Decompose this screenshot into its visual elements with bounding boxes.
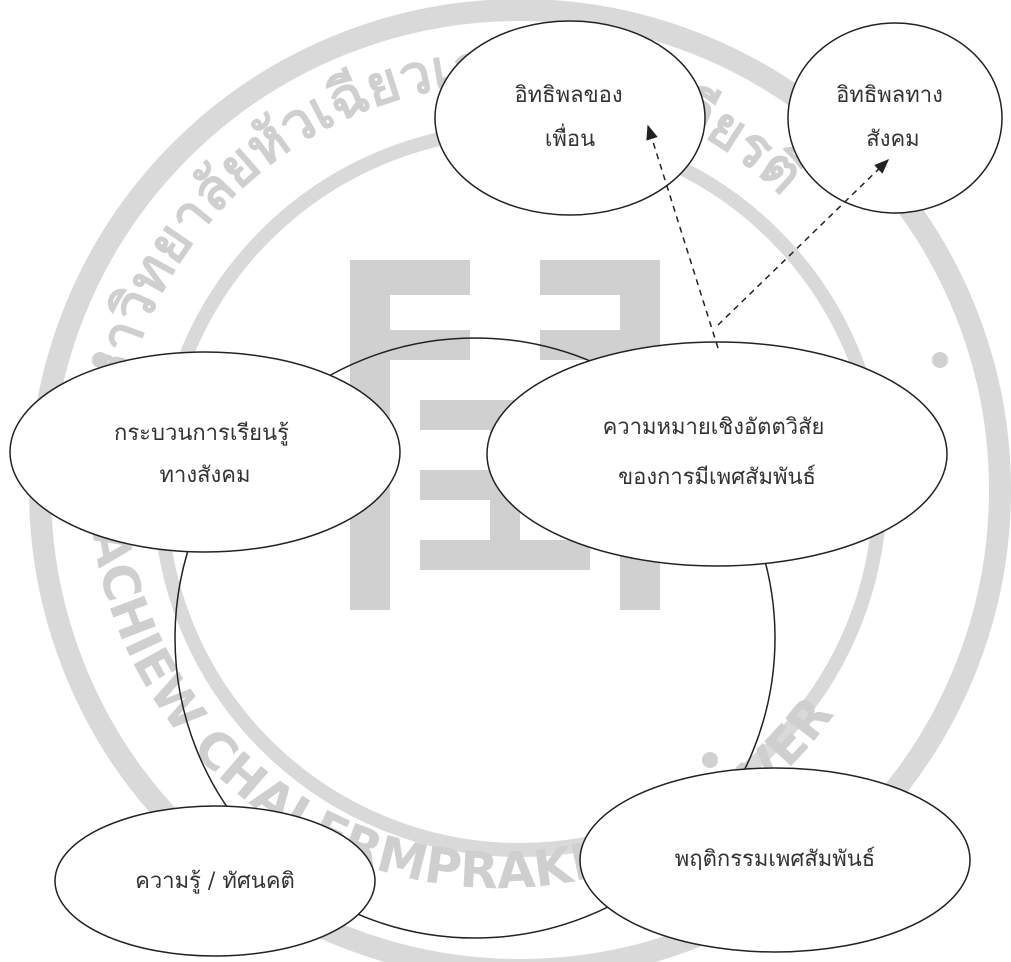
sexual-behavior-label: พฤติกรรมเพศสัมพันธ์ (675, 847, 875, 872)
peer-influence-line-2: เพื่อน (545, 123, 595, 152)
subjective-meaning-line-2: ของการมีเพศสัมพันธ์ (618, 465, 816, 490)
peer-influence-line-1: อิทธิพลของ (514, 83, 622, 108)
subjective-meaning-label: ความหมายเชิงอัตตวิสัย ของการมีเพศสัมพันธ… (603, 415, 832, 490)
social-learning-line-1: กระบวนการเรียนรู้ (114, 421, 289, 446)
knowledge-attitude-line-1: ความรู้ / ทัศนคติ (135, 869, 295, 894)
social-influence-line-1: อิทธิพลทาง (836, 83, 943, 108)
social-influence-line-2: สังคม (866, 127, 919, 152)
knowledge-attitude-ellipse (54, 805, 376, 957)
arrow-to-social-influence (717, 158, 890, 326)
arrow-to-peer-influence (646, 124, 719, 349)
social-influence-ellipse (787, 22, 1003, 214)
subjective-meaning-line-1: ความหมายเชิงอัตตวิสัย (603, 415, 825, 440)
social-learning-line-2: ทางสังคม (160, 463, 251, 488)
knowledge-attitude-label: ความรู้ / ทัศนคติ (135, 869, 295, 894)
sexual-behavior-line-1: พฤติกรรมเพศสัมพันธ์ (675, 847, 875, 872)
sexual-behavior-ellipse (579, 767, 971, 953)
social-influence-label: อิทธิพลทาง สังคม (836, 83, 950, 152)
peer-influence-ellipse (434, 20, 706, 216)
peer-influence-label: อิทธิพลของ เพื่อน (514, 83, 629, 152)
social-learning-ellipse (9, 351, 401, 553)
social-learning-label: กระบวนการเรียนรู้ ทางสังคม (114, 421, 296, 488)
central-circle (174, 337, 776, 939)
subjective-meaning-ellipse (486, 341, 948, 567)
